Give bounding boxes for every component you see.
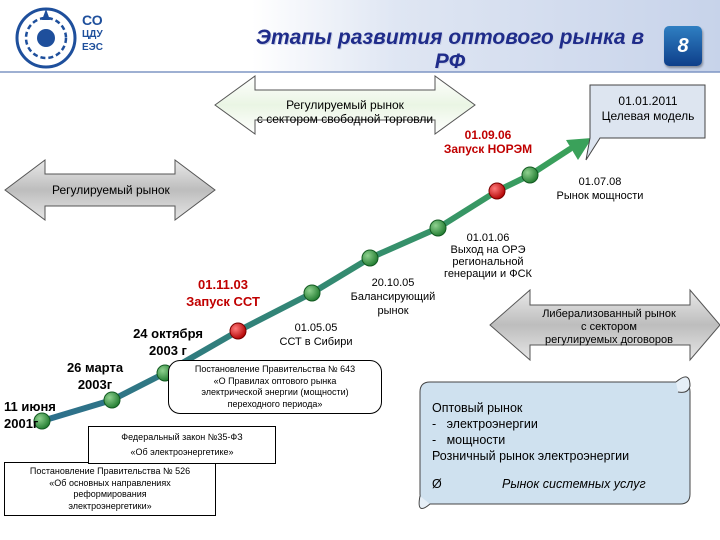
label-target-date: 01.01.2011 <box>618 94 678 108</box>
marker-ore-exit <box>429 219 447 237</box>
liberalized-line2: с сектором <box>581 321 637 333</box>
label-balancing-line3: рынок <box>377 305 409 317</box>
label-ssts-start-date: 01.11.03 <box>198 277 248 292</box>
label-ssts-start-text: Запуск ССТ <box>186 294 260 309</box>
label-2001-line1: 11 июня <box>4 399 56 414</box>
logo-emblem-icon <box>15 7 77 69</box>
label-2003-10-line2: 2003 г <box>149 343 187 358</box>
label-capacity: 01.07.08 Рынок мощности <box>540 175 660 203</box>
regulated-free-trade-line2: с сектором свободной торговли <box>256 112 434 126</box>
label-balancing: 20.10.05 Балансирующий рынок <box>338 276 448 318</box>
label-ssts-siberia: 01.05.05 ССТ в Сибири <box>266 321 366 349</box>
label-2003-10: 24 октября 2003 г <box>118 325 218 359</box>
scroll-curl-icon <box>675 376 691 393</box>
logo-text-ees: ЕЭС <box>82 42 104 53</box>
liberalized-line1: Либерализованный рынок <box>542 308 676 320</box>
marker-capacity <box>488 182 506 200</box>
label-capacity-text: Рынок мощности <box>556 190 644 202</box>
federal-law-box: Федеральный закон №35-ФЗ «Об электроэнер… <box>88 426 276 464</box>
decree-643-line3: электрической энергии (мощности) <box>201 387 349 397</box>
regulated-free-trade-line1: Регулируемый рынок <box>286 98 404 112</box>
bullet-arrow-icon: Ø <box>432 477 442 491</box>
label-balancing-date: 20.10.05 <box>371 277 415 289</box>
scroll-line5: Рынок системных услуг <box>502 477 646 491</box>
label-2003-03-line1: 26 марта <box>66 360 124 375</box>
scroll-line3: - мощности <box>432 433 506 447</box>
label-2003-03: 26 марта 2003г <box>50 359 140 393</box>
marker-2001 <box>33 412 51 430</box>
decree-643-line1: Постановление Правительства № 643 <box>194 364 356 374</box>
label-ssts-siberia-text: ССТ в Сибири <box>279 336 353 348</box>
decree-643-box: Постановление Правительства № 643 «О Пра… <box>168 360 382 414</box>
label-norem-date: 01.09.06 <box>464 128 512 142</box>
label-2001: 11 июня 2001г <box>4 398 84 432</box>
label-ssts-start: 01.11.03 Запуск ССТ <box>168 276 278 310</box>
timeline-line <box>39 146 573 424</box>
federal-law-line1: Федеральный закон №35-ФЗ <box>121 432 243 442</box>
regulated-market-arrow <box>4 159 216 221</box>
label-ore-exit-line3: региональной <box>452 256 524 268</box>
label-norem: 01.09.06 Запуск НОРЭМ <box>428 128 548 156</box>
label-target-text: Целевая модель <box>601 109 695 123</box>
label-2001-line2: 2001г <box>4 416 39 431</box>
marker-ssts-start <box>229 322 247 340</box>
page-title: Этапы развития оптового рынка в РФ <box>255 26 645 73</box>
scroll-curl-bottom-icon <box>418 495 431 509</box>
scroll-line1: Оптовый рынок <box>432 401 523 415</box>
decree-526-line3: реформирования <box>73 489 147 499</box>
scroll-line4: Розничный рынок электроэнергии <box>432 449 630 463</box>
federal-law-line2: «Об электроэнергетике» <box>130 447 234 457</box>
marker-ssts-siberia <box>303 284 321 302</box>
marker-norem <box>521 166 539 184</box>
label-2003-03-line2: 2003г <box>77 377 113 392</box>
label-ore-exit-line2: Выход на ОРЭ <box>450 244 526 256</box>
decree-526-box: Постановление Правительства № 526 «Об ос… <box>4 462 216 516</box>
liberalized-market-label: Либерализованный рынок с сектором регули… <box>524 308 694 347</box>
label-capacity-date: 01.07.08 <box>578 176 622 188</box>
label-balancing-line2: Балансирующий <box>350 291 436 303</box>
decree-526-line2: «Об основных направлениях <box>49 477 171 488</box>
logo-text-so: СО <box>82 12 103 28</box>
label-2003-10-line1: 24 октября <box>133 326 203 341</box>
label-ore-exit: 01.01.06 Выход на ОРЭ региональной генер… <box>428 232 548 280</box>
label-ssts-siberia-date: 01.05.05 <box>294 322 338 334</box>
scroll-line2: - электроэнергии <box>432 417 538 431</box>
scroll-row-systems: Ø Рынок системных услуг <box>432 476 682 492</box>
logo-text-cdu: ЦДУ <box>82 29 103 40</box>
liberalized-line3: регулируемых договоров <box>545 334 673 346</box>
header-band <box>0 0 720 73</box>
label-ore-exit-date: 01.01.06 <box>466 232 510 244</box>
label-ore-exit-line4: генерации и ФСК <box>444 268 532 280</box>
regulated-free-trade-arrow <box>214 75 476 135</box>
regulated-free-trade-label: Регулируемый рынок с сектором свободной … <box>255 98 435 126</box>
regulated-market-label: Регулируемый рынок <box>52 183 170 197</box>
timeline-arrowhead <box>566 138 592 160</box>
decree-643-line4: переходного периода» <box>227 398 323 409</box>
decree-643-line2: «О Правилах оптового рынка <box>213 375 337 386</box>
target-model-callout <box>585 84 706 161</box>
page-number-badge: 8 <box>664 26 702 66</box>
liberalized-market-arrow <box>489 288 720 362</box>
decree-526-line1: Постановление Правительства № 526 <box>29 466 191 476</box>
marker-2003-03 <box>103 391 121 409</box>
marker-balancing <box>361 249 379 267</box>
label-norem-text: Запуск НОРЭМ <box>443 142 533 156</box>
scroll-content: Оптовый рынок - электроэнергии - мощност… <box>432 400 682 492</box>
decree-526-line4: электроэнергетики» <box>68 500 152 511</box>
company-logo: СО ЦДУ ЕЭС <box>14 6 134 70</box>
label-target: 01.01.2011 Целевая модель <box>592 94 704 124</box>
